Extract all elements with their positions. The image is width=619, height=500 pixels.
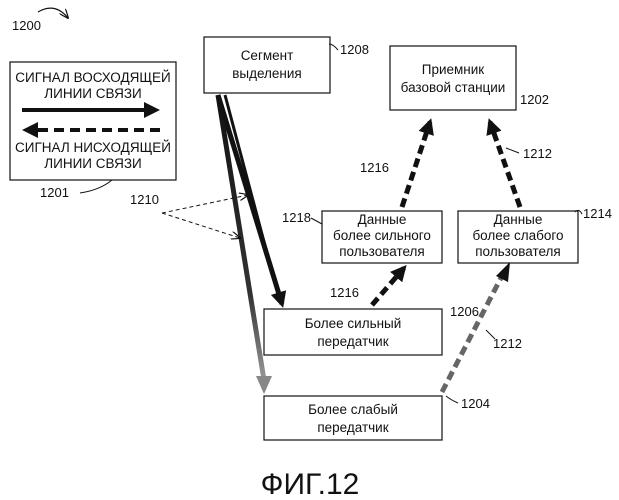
uplink-stronger-lower [372,268,404,305]
weaker-user-data-line2: более слабого [472,228,563,243]
base-station-receiver-ref: 1202 [520,92,549,107]
uplink-weaker-upper [490,122,520,207]
weaker-lower-ref: 1212 [493,336,522,351]
figure-caption: ФИГ.12 [261,468,360,500]
stronger-transmitter-line1: Более сильный [305,316,402,331]
weaker-user-data-box: Данные более слабого пользователя [458,211,578,263]
weaker-lower-ref-leader [486,330,495,339]
allocation-segment-box: Сегмент выделения [204,37,330,93]
weaker-transmitter-box: Более слабый передатчик [264,396,442,440]
weaker-user-data-ref: 1214 [583,206,612,221]
allocation-segment-ref: 1208 [340,42,369,57]
allocation-segment-line2: выделения [232,66,302,81]
stronger-user-data-line3: пользователя [339,244,425,259]
figure-number: 1200 [12,18,41,33]
downlink-pair-pointer-lower [162,213,240,238]
stronger-upper-ref: 1216 [360,160,389,175]
legend-downlink-line2: ЛИНИИ СВЯЗИ [44,156,141,171]
stronger-user-data-ref: 1218 [282,210,311,225]
weaker-transmitter-ref: 1204 [461,396,490,411]
weaker-upper-ref: 1212 [523,146,552,161]
legend-downlink-line1: СИГНАЛ НИСХОДЯЩЕЙ [15,140,171,155]
uplink-stronger-upper [402,122,430,207]
legend-uplink-line2: ЛИНИИ СВЯЗИ [44,86,141,101]
downlink-to-weaker [218,95,264,380]
stronger-lower-ref: 1216 [330,285,359,300]
stronger-transmitter-box: Более сильный передатчик [264,309,442,355]
figure-number-arrow [38,8,68,18]
stronger-user-data-ref-leader [311,218,322,224]
uplink-weaker-lower [442,272,504,392]
legend-uplink-line1: СИГНАЛ ВОСХОДЯЩЕЙ [15,70,171,85]
stronger-user-data-box: Данные более сильного пользователя [322,211,442,263]
base-station-receiver-box: Приемник базовой станции [390,46,516,110]
legend-ref: 1201 [40,185,69,200]
stronger-user-data-line2: более сильного [333,228,431,243]
stronger-transmitter-ref: 1206 [450,304,479,319]
weaker-upper-ref-leader [506,148,519,153]
downlink-pair-ref: 1210 [130,192,159,207]
weaker-user-data-line1: Данные [494,212,543,227]
base-station-receiver-line1: Приемник [422,62,485,77]
downlink-to-weaker-arrowhead [256,376,272,394]
legend-box: СИГНАЛ ВОСХОДЯЩЕЙ ЛИНИИ СВЯЗИ СИГНАЛ НИС… [10,62,176,180]
legend-ref-leader [80,180,112,193]
base-station-receiver-line2: базовой станции [401,80,506,95]
weaker-transmitter-line2: передатчик [317,420,388,435]
weaker-transmitter-line1: Более слабый [308,402,398,417]
stronger-transmitter-line2: передатчик [317,334,388,349]
allocation-segment-line1: Сегмент [241,48,294,63]
stronger-user-data-line1: Данные [358,212,407,227]
weaker-transmitter-ref-leader [446,396,458,403]
weaker-user-data-line3: пользователя [475,244,561,259]
